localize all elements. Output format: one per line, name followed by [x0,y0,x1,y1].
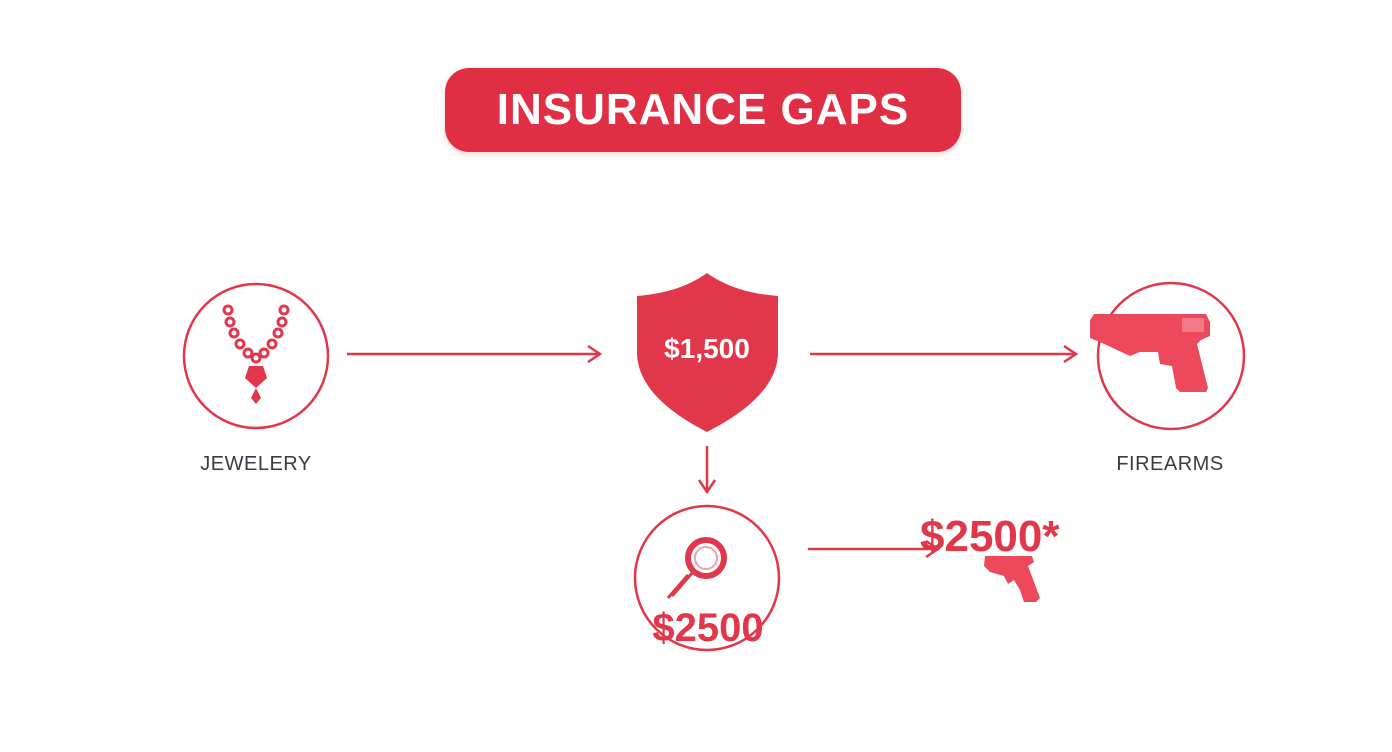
jewelery-node [182,282,330,430]
jewelery-label: JEWELERY [200,453,312,475]
handgun-icon [1090,314,1210,392]
appraisal-node [633,504,781,652]
firearms-label: FIREARMS [1116,453,1224,475]
magnifying-glass-icon [666,537,727,599]
pendant-gem [245,366,267,388]
necklace-icon [222,304,290,364]
appraisal-value: $2500 [652,606,764,650]
firearms-node [1090,281,1246,431]
firearm-limit-value: $2500* [920,512,1060,561]
pendant-drop [251,388,261,404]
arrow-limit-to-firearms [810,344,1079,364]
arrow-jewelery-to-limit [347,344,603,364]
arrow-appraisal-to-firearm-limit [808,539,941,559]
shield-icon [637,273,778,432]
limit-value: $1,500 [664,333,750,364]
handgun-icon [984,556,1040,602]
page-title: INSURANCE GAPS [445,68,961,152]
arrow-limit-to-appraisal [697,446,717,495]
